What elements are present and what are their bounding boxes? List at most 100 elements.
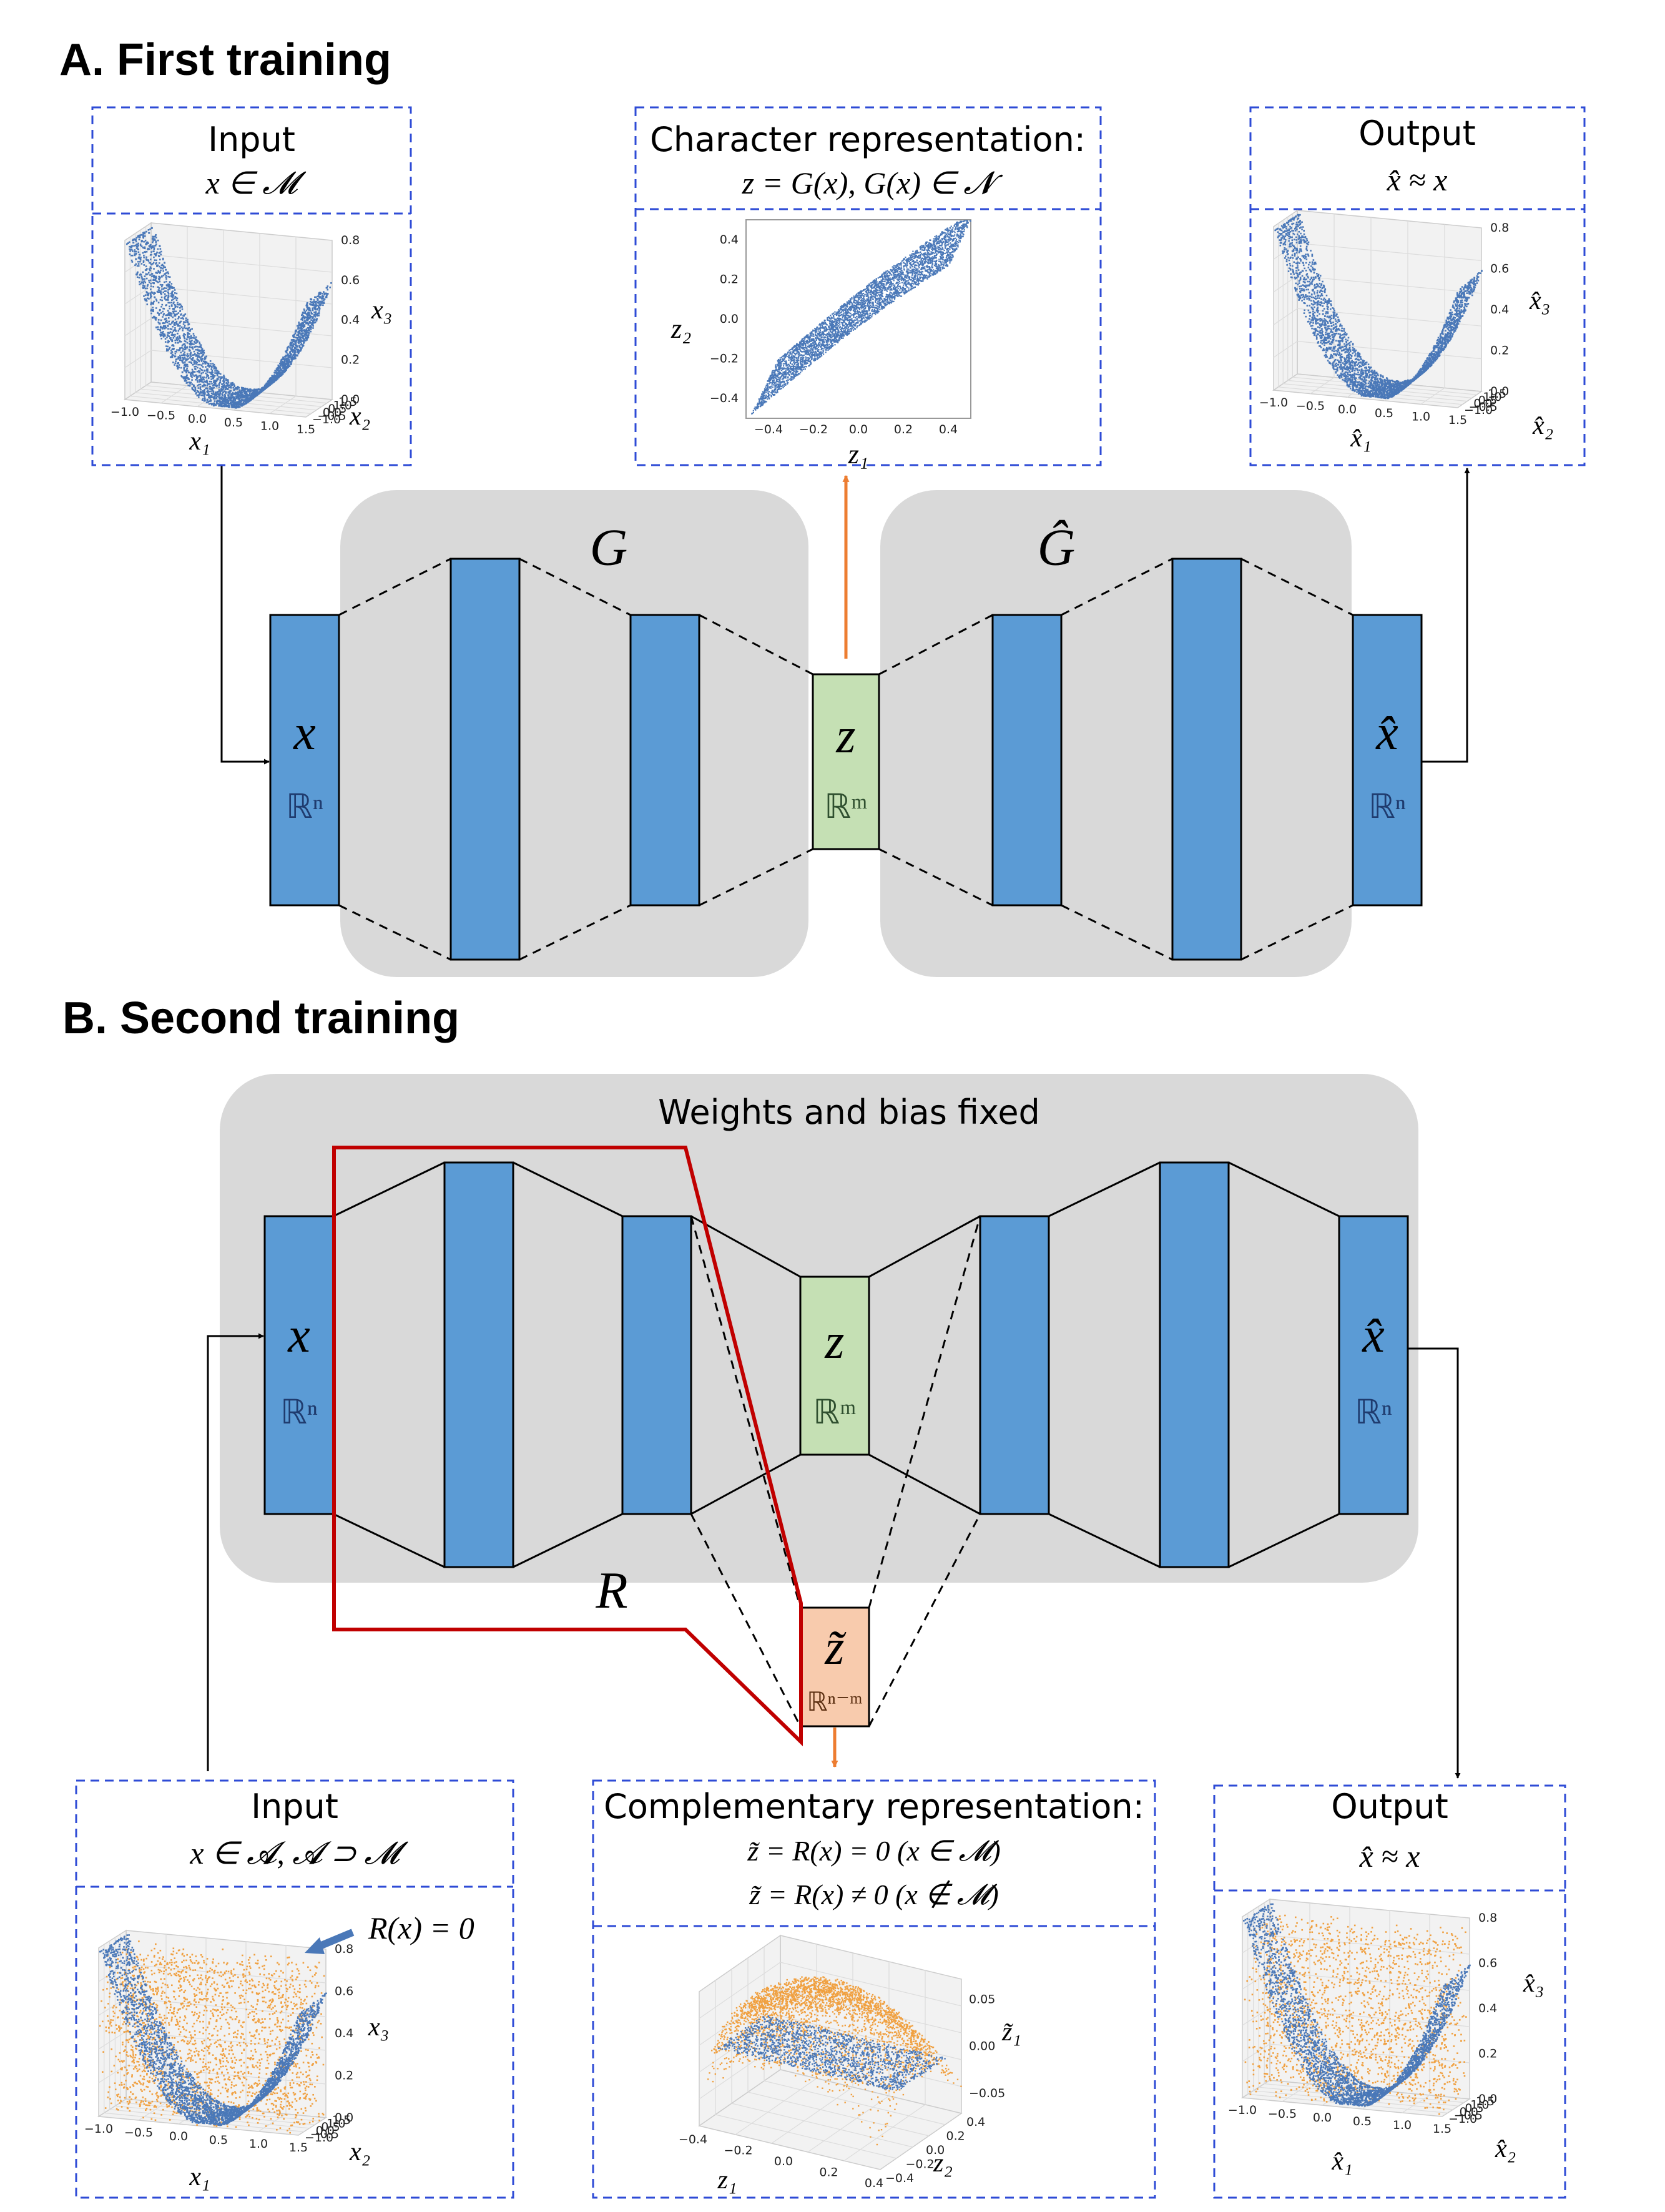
scatter-point [179, 355, 181, 356]
scatter-point [129, 248, 130, 250]
scatter-point [175, 318, 177, 320]
scatter-point [187, 385, 189, 386]
scatter-point [152, 250, 154, 252]
scatter-point [191, 328, 193, 330]
scatter-point [187, 324, 189, 326]
scatter-point [137, 261, 139, 263]
scatter-point [150, 280, 152, 282]
scatter-point [159, 291, 160, 293]
scatter-point [192, 354, 194, 356]
scatter-point [209, 403, 210, 405]
scatter-point [164, 296, 166, 298]
scatter-point [186, 375, 188, 376]
scatter-point [135, 251, 137, 253]
scatter-point [189, 338, 190, 340]
scatter-point [198, 346, 200, 348]
scatter-point [173, 303, 175, 305]
scatter-point [214, 372, 216, 374]
scatter-point [241, 391, 243, 393]
scatter-point [189, 361, 190, 363]
layer-xhat-symbol-a: x̂ [1375, 705, 1398, 760]
scatter-point [165, 338, 167, 340]
scatter-point [144, 285, 145, 287]
scatter-point [162, 284, 164, 286]
scatter-point [249, 393, 251, 395]
scatter-point [219, 396, 220, 398]
scatter-point [165, 304, 167, 306]
scatter-point [167, 334, 169, 336]
scatter-point [197, 380, 199, 381]
scatter-point [213, 391, 215, 393]
scatter-point [180, 318, 182, 320]
scatter-point [327, 287, 328, 289]
layer-hidden-a4 [1172, 559, 1241, 960]
scatter-point [179, 359, 181, 361]
scatter-point [143, 260, 145, 262]
input-arrow-a [222, 465, 269, 762]
scatter-point [165, 278, 167, 280]
scatter-point [167, 340, 169, 342]
scatter-point [153, 283, 155, 285]
scatter-point [146, 288, 148, 290]
scatter-point [132, 245, 134, 247]
scatter-point [194, 366, 195, 368]
scatter-point [303, 322, 305, 323]
scatter-point [312, 327, 314, 329]
layer-x-symbol-a: x [293, 705, 316, 760]
scatter-point [171, 340, 173, 342]
input-title-a: Input [208, 120, 295, 159]
scatter-point [167, 310, 169, 312]
scatter-point [197, 390, 199, 392]
scatter-point [218, 405, 220, 407]
scatter-point [205, 366, 207, 368]
scatter-point [158, 302, 160, 303]
scatter-point [175, 360, 177, 362]
scatter-point [152, 309, 154, 311]
scatter-point [201, 373, 203, 375]
scatter-point [168, 321, 170, 323]
encoder-background [340, 490, 808, 977]
scatter-point [182, 362, 184, 364]
scatter-point [195, 349, 197, 351]
scatter-point [164, 298, 166, 300]
scatter-point [143, 241, 145, 243]
scatter-point [157, 328, 159, 330]
scatter-point [218, 376, 220, 378]
scatter-point [174, 340, 176, 342]
scatter-point [191, 383, 193, 385]
scatter-point [223, 380, 225, 381]
scatter-point [147, 242, 149, 244]
scatter-point [172, 298, 174, 300]
scatter-point [172, 326, 174, 328]
scatter-point [210, 360, 212, 362]
scatter-point [207, 399, 209, 401]
scatter-point [162, 270, 164, 272]
scatter-point [195, 354, 197, 356]
output-arrow-a [1422, 468, 1467, 762]
scatter-point [184, 325, 186, 327]
scatter-point [197, 367, 199, 369]
scatter-point [310, 331, 312, 333]
scatter-point [320, 303, 322, 305]
scatter-point [318, 310, 320, 312]
scatter-point [222, 393, 223, 395]
scatter-point [150, 283, 152, 285]
scatter-point [190, 355, 192, 357]
scatter-point [297, 334, 298, 336]
scatter-point [220, 380, 222, 381]
scatter-point [201, 356, 203, 358]
scatter-point [159, 262, 160, 264]
scatter-point [302, 313, 303, 315]
scatter-point [132, 250, 134, 252]
scatter-point [231, 406, 233, 408]
layer-hidden-a2 [631, 615, 699, 905]
scatter-point [194, 337, 195, 339]
scatter-point [170, 315, 172, 317]
scatter-point [186, 368, 188, 370]
scatter-point [324, 298, 326, 300]
scatter-point [200, 358, 202, 360]
scatter-point [329, 287, 331, 288]
scatter-point [161, 300, 163, 302]
scatter-point [150, 313, 152, 315]
